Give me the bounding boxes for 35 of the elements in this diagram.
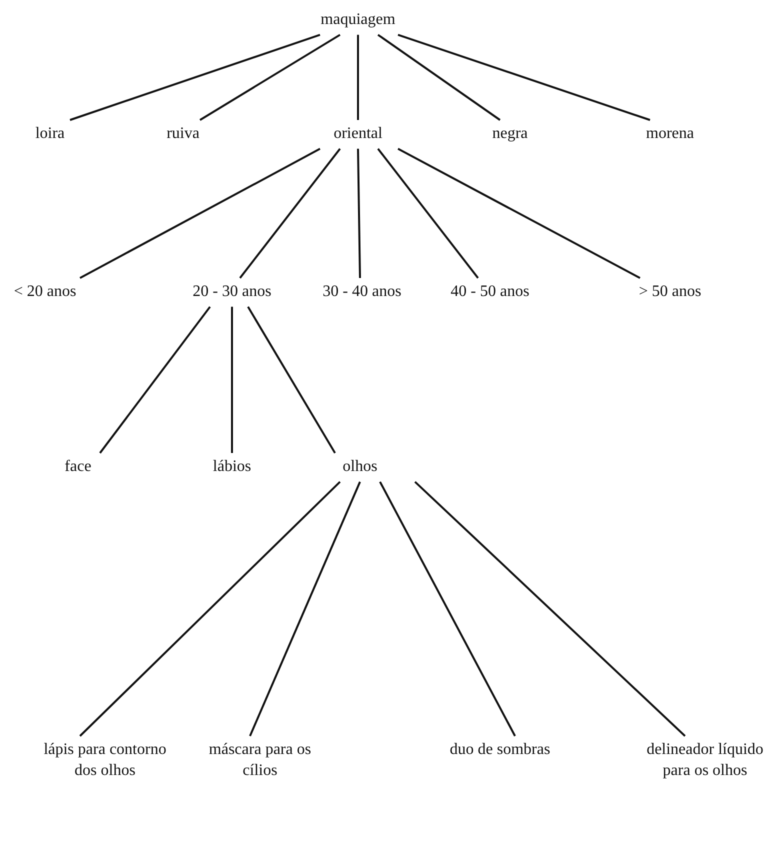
node-label: 20 - 30 anos (192, 282, 272, 302)
node-label: oriental (332, 124, 384, 144)
connector-line (239, 148, 341, 279)
connector-line (247, 306, 336, 454)
connector-line (80, 148, 320, 279)
connector-line (70, 34, 320, 121)
node-label: delineador líquido para os olhos (646, 740, 764, 781)
connector-line (377, 34, 501, 121)
connector-line (357, 34, 359, 120)
node-label: < 20 anos (12, 282, 78, 302)
node-label: face (64, 457, 92, 477)
connector-line (398, 34, 650, 121)
connector-line (79, 481, 341, 737)
connector-line (357, 148, 361, 278)
node-label: 40 - 50 anos (450, 282, 530, 302)
connector-line (199, 34, 341, 121)
node-label: loira (34, 124, 66, 144)
node-label: maquiagem (320, 10, 396, 30)
node-label: 30 - 40 anos (322, 282, 402, 302)
connector-line (379, 481, 516, 736)
connector-line (398, 148, 640, 279)
node-label: máscara para os cílios (208, 740, 312, 781)
connector-line (99, 306, 211, 454)
connector-line (249, 481, 361, 736)
node-label: negra (491, 124, 529, 144)
connector-line (377, 148, 479, 279)
node-label: > 50 anos (638, 282, 702, 302)
node-label: duo de sombras (448, 740, 552, 760)
node-label: ruiva (166, 124, 200, 144)
node-label: olhos (342, 457, 378, 477)
node-label: lápis para contorno dos olhos (42, 740, 168, 781)
connector-line (414, 481, 686, 737)
connector-line (231, 306, 233, 453)
node-label: lábios (212, 457, 252, 477)
node-label: morena (645, 124, 695, 144)
